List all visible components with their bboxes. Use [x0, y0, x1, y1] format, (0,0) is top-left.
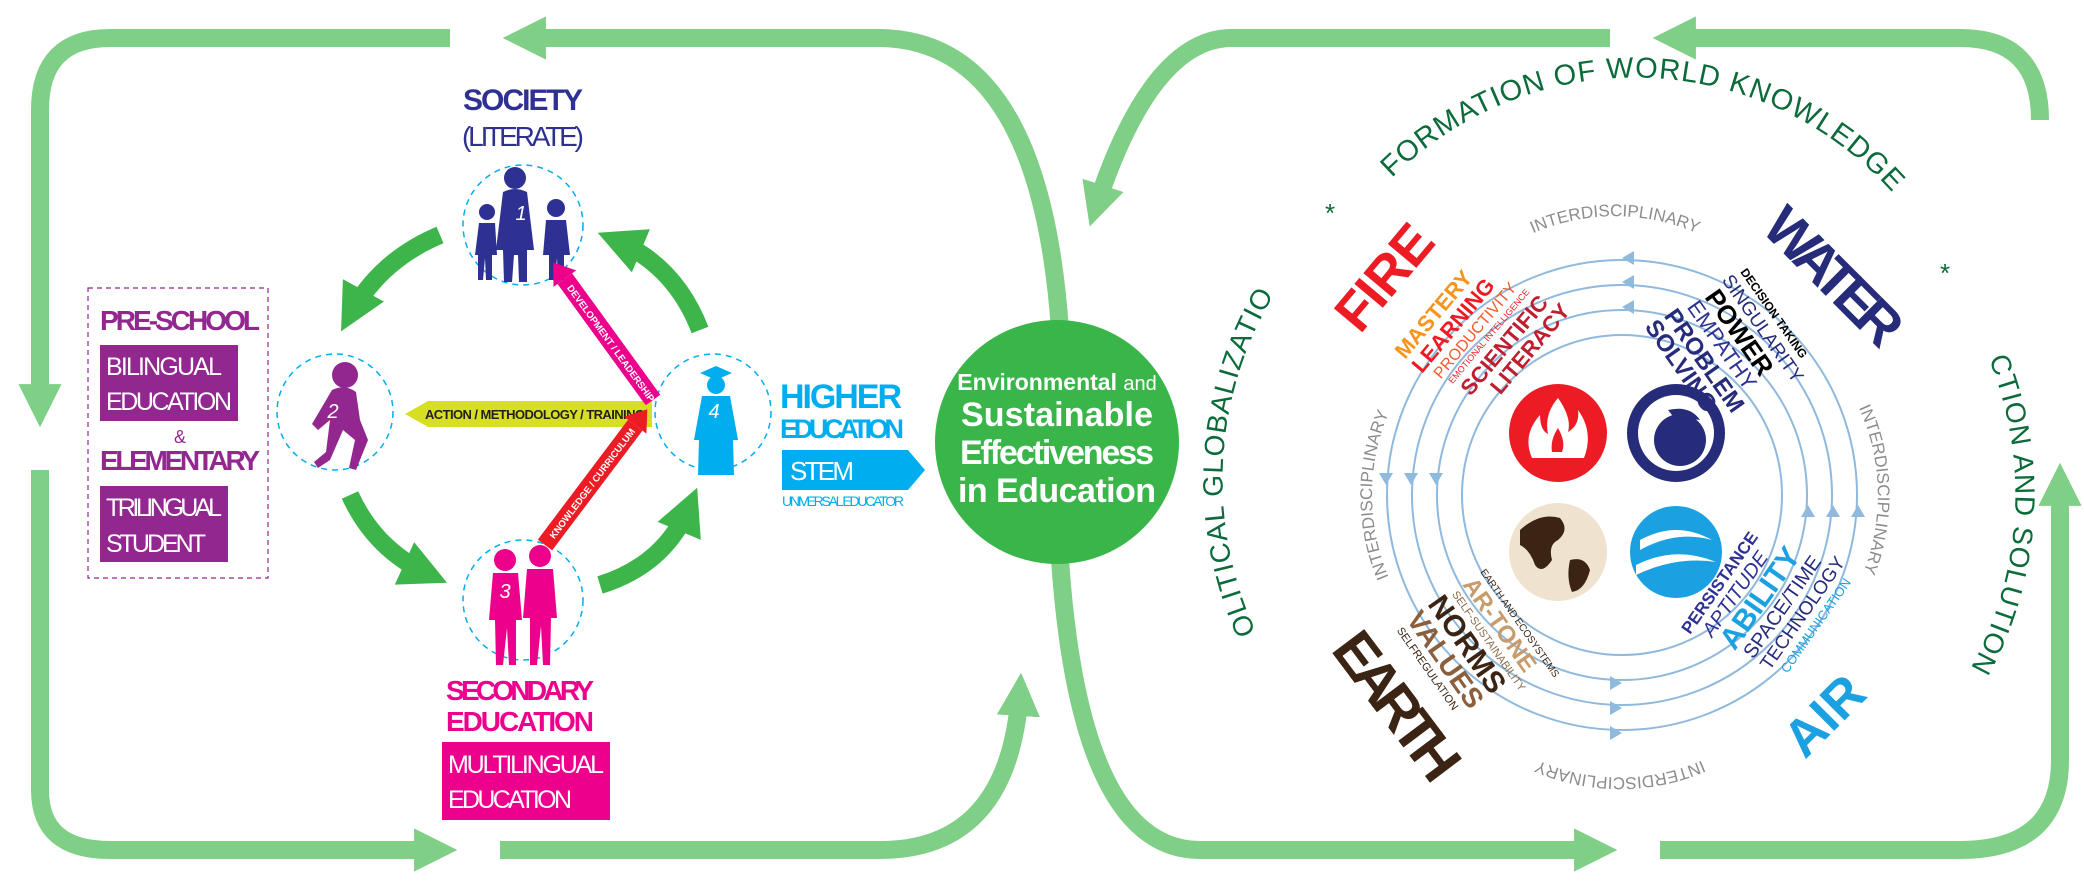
asterisk-left: * [1325, 198, 1335, 228]
center-line1: Environmental and [957, 369, 1157, 395]
right-loop-bottom-right-arrow [1660, 462, 2082, 859]
multilingual-line1: MULTILINGUAL [448, 751, 604, 779]
center-line1-and: and [1123, 373, 1156, 395]
right-loop-bottom-arrow [1051, 559, 1618, 872]
left-loop-upper-arrow [502, 16, 1069, 331]
graduate-icon [694, 366, 738, 475]
air-icon [1630, 506, 1722, 598]
secondary-teens-icon [489, 545, 557, 665]
earth-icon [1509, 503, 1607, 601]
universal-educator-label: UNIVERSAL EDUCATOR [782, 493, 904, 509]
higher-node-number: 4 [708, 401, 719, 423]
left-loop-mid-arrow [500, 672, 1040, 859]
cycle-arrow-1-to-2 [341, 226, 444, 332]
development-arrow: DEVELOPMENT / LEADERSHIP [553, 262, 661, 406]
secondary-node-number: 3 [499, 581, 510, 603]
preschool-node-number: 2 [326, 401, 338, 423]
higher-title-line1: HIGHER [780, 378, 902, 416]
preschool-panel [87, 287, 269, 579]
center-line2: Sustainable [961, 396, 1153, 434]
right-loop [1051, 16, 2082, 872]
society-family-icon [475, 167, 570, 282]
action-arrow-label: ACTION / METHODOLOGY / TRAINING [425, 407, 645, 422]
air-title: AIR [1772, 664, 1877, 769]
water-icon [1627, 384, 1725, 482]
higher-title-line2: EDUCATION [780, 414, 904, 444]
trilingual-line1: TRILINGUAL [106, 494, 222, 522]
secondary-node-circle [462, 539, 584, 661]
formation-label: FORMATION OF WORLD KNOWLEDGE [1375, 52, 1912, 198]
elementary-title: ELEMENTARY [100, 445, 260, 476]
development-arrow-label: DEVELOPMENT / LEADERSHIP [564, 283, 656, 404]
bilingual-line1: BILINGUAL [106, 353, 222, 381]
trilingual-line2: STUDENT [106, 530, 206, 558]
preschool-ampersand: & [174, 427, 186, 447]
preschool-title: PRE-SCHOOL [100, 305, 260, 336]
ring-label-right: INTERDISCIPLINARY [1855, 402, 1893, 578]
fire-icon [1509, 384, 1607, 482]
trilingual-box [100, 486, 228, 562]
cycle-arrow-3-to-4 [597, 487, 701, 594]
ring-label-top: INTERDISCIPLINARY [1527, 201, 1703, 237]
cycle-arrow-4-to-1 [597, 229, 709, 334]
bilingual-line2: EDUCATION [106, 388, 232, 416]
stem-label: STEM [790, 456, 854, 486]
center-line1-main: Environmental [957, 369, 1117, 395]
secondary-title-line1: SECONDARY [446, 675, 594, 706]
left-loop-bottom-arrow [31, 470, 458, 872]
asterisk-right: * [1940, 258, 1950, 288]
action-arrow [405, 401, 652, 427]
left-loop [18, 16, 1069, 872]
multilingual-box [442, 742, 610, 820]
center-line3: Effectiveness [960, 434, 1154, 472]
center-circle [935, 320, 1179, 564]
cycle-arrows [341, 226, 709, 594]
left-loop-top-arrow [18, 29, 450, 428]
right-loop-top-arrow [1082, 29, 1610, 227]
bilingual-box [100, 345, 238, 421]
ring-label-bottom: INTERDISCIPLINARY [1532, 757, 1708, 793]
society-node-circle [462, 164, 584, 286]
stem-arrow-box [782, 450, 925, 490]
interdisciplinary-rings [1386, 259, 1858, 731]
society-node-number: 1 [515, 203, 526, 225]
cycle-arrow-2-to-3 [341, 491, 448, 585]
knowledge-arrow-label: KNOWLEDGE / CURRICULUM [548, 427, 638, 542]
right-loop-top-right-arrow [1652, 16, 2049, 121]
society-title: SOCIETY [463, 84, 583, 117]
ring-flow-arrows [1379, 251, 1865, 740]
preschool-node-circle [276, 353, 394, 471]
multilingual-line2: EDUCATION [448, 786, 572, 814]
preschool-child-icon [312, 362, 368, 470]
society-subtitle: (LITERATE) [462, 121, 584, 152]
secondary-title-line2: EDUCATION [446, 706, 594, 737]
center-line4: in Education [958, 472, 1156, 510]
